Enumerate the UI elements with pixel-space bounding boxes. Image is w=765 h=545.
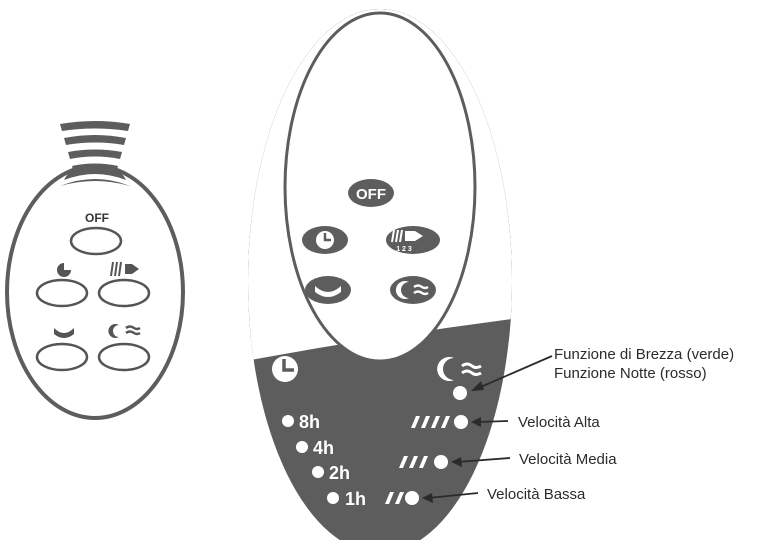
large-off-label: OFF xyxy=(356,186,386,203)
arrow-speed-high xyxy=(477,421,508,422)
timer-led-1h xyxy=(327,492,339,504)
timer-icon xyxy=(316,231,334,249)
breeze-led xyxy=(453,386,467,400)
large-remote: OFF 1 2 3 xyxy=(240,0,520,540)
timer-label-4h: 4h xyxy=(313,438,334,458)
breeze-label-line1: Funzione di Brezza (verde) xyxy=(554,345,734,364)
breeze-label-line2: Funzione Notte (rosso) xyxy=(554,364,734,383)
timer-led-2h xyxy=(312,466,324,478)
small-remote: OFF xyxy=(7,121,183,418)
speed-high-label: Velocità Alta xyxy=(518,413,600,432)
timer-led-8h xyxy=(282,415,294,427)
small-remote-body xyxy=(7,166,183,418)
small-speed-button[interactable] xyxy=(99,280,149,306)
timer-label-2h: 2h xyxy=(329,463,350,483)
timer-label-1h: 1h xyxy=(345,489,366,509)
speed-medium-led xyxy=(434,455,448,469)
breeze-label: Funzione di Brezza (verde) Funzione Nott… xyxy=(554,345,734,383)
small-timer-button[interactable] xyxy=(37,280,87,306)
small-breeze-button[interactable] xyxy=(99,344,149,370)
speed-medium-label: Velocità Media xyxy=(519,450,617,469)
speed-medium-icon xyxy=(399,456,428,468)
speed-low-label: Velocità Bassa xyxy=(487,485,585,504)
large-timer-indicator-icon xyxy=(272,356,298,382)
speed-high-led xyxy=(454,415,468,429)
speed-button-numbers: 1 2 3 xyxy=(396,246,412,253)
timer-led-4h xyxy=(296,441,308,453)
large-swing-button[interactable] xyxy=(305,276,351,304)
timer-label-8h: 8h xyxy=(299,412,320,432)
speed-low-led xyxy=(405,491,419,505)
small-off-button[interactable] xyxy=(71,228,121,254)
small-swing-button[interactable] xyxy=(37,344,87,370)
small-off-label: OFF xyxy=(85,211,109,225)
